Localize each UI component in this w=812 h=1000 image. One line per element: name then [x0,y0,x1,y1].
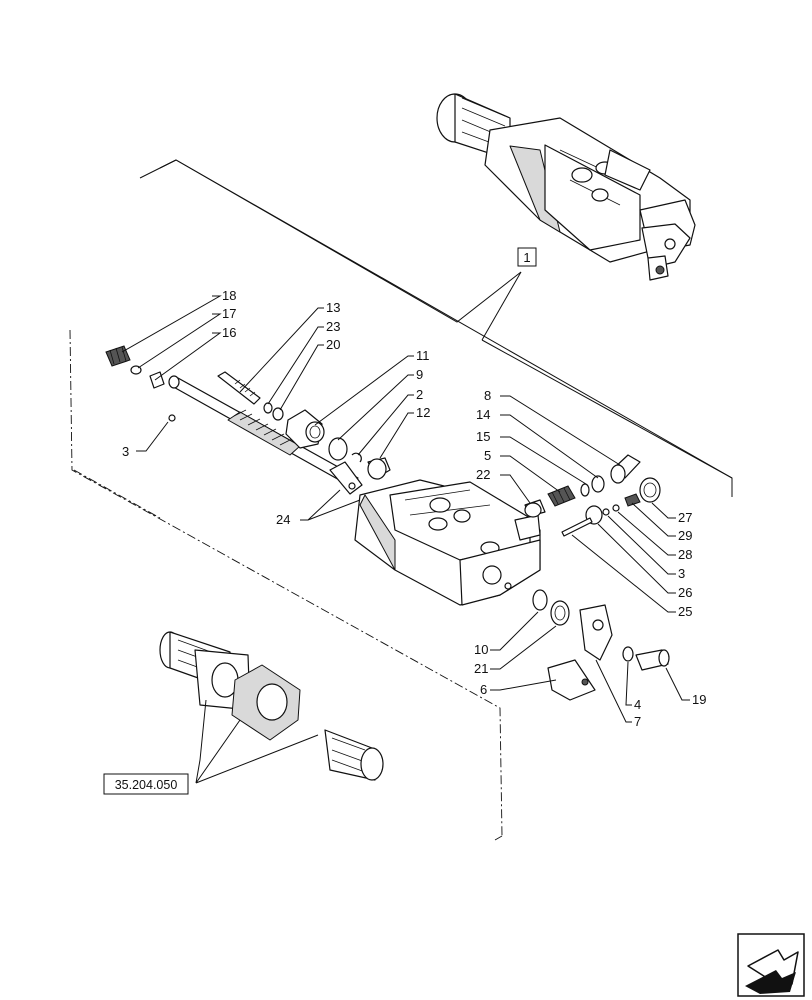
callout-27: 27 [678,510,692,525]
callout-26: 26 [678,585,692,600]
callout-9: 9 [416,367,423,382]
callout-22: 22 [476,467,490,482]
callout-2: 2 [416,387,423,402]
callout-21: 21 [474,661,488,676]
callout-11: 11 [416,348,430,363]
next-page-arrow-icon[interactable] [737,933,805,997]
callout-13: 13 [326,300,340,315]
callout-10: 10 [474,642,488,657]
callout-6: 6 [480,682,487,697]
callout-19: 19 [692,692,706,707]
callout-5: 5 [484,448,491,463]
callout-15: 15 [476,429,490,444]
spool-assembly [105,345,391,495]
assembled-valve-section [436,93,696,281]
callout-8: 8 [484,388,491,403]
right-small-parts [524,454,670,701]
callout-1: 1 [523,250,530,265]
reference-link[interactable]: 35.204.050 [103,773,189,795]
reference-kit-parts [159,631,384,781]
callout-7: 7 [634,714,641,729]
callout-labels: 1 18 17 16 13 23 20 11 9 2 12 3 24 8 14 … [122,247,706,729]
callout-12: 12 [416,405,430,420]
assembly-frame-lines [139,159,733,497]
callout-23: 23 [326,319,340,334]
callout-3-left: 3 [122,444,129,459]
reference-box[interactable] [103,773,189,795]
callout-17: 17 [222,306,236,321]
callout-24: 24 [276,512,290,527]
callout-28: 28 [678,547,692,562]
leader-lines [121,295,690,784]
callout-25: 25 [678,604,692,619]
callout-18: 18 [222,288,236,303]
callout-29: 29 [678,528,692,543]
callout-16: 16 [222,325,236,340]
callout-14: 14 [476,407,490,422]
dash-dot-boundary [69,329,503,841]
callout-20: 20 [326,337,340,352]
callout-box-1 [517,247,537,267]
reference-box-label[interactable]: 35.204.050 [115,778,178,792]
valve-body [354,479,541,606]
callout-3-right: 3 [678,566,685,581]
callout-4: 4 [634,697,641,712]
